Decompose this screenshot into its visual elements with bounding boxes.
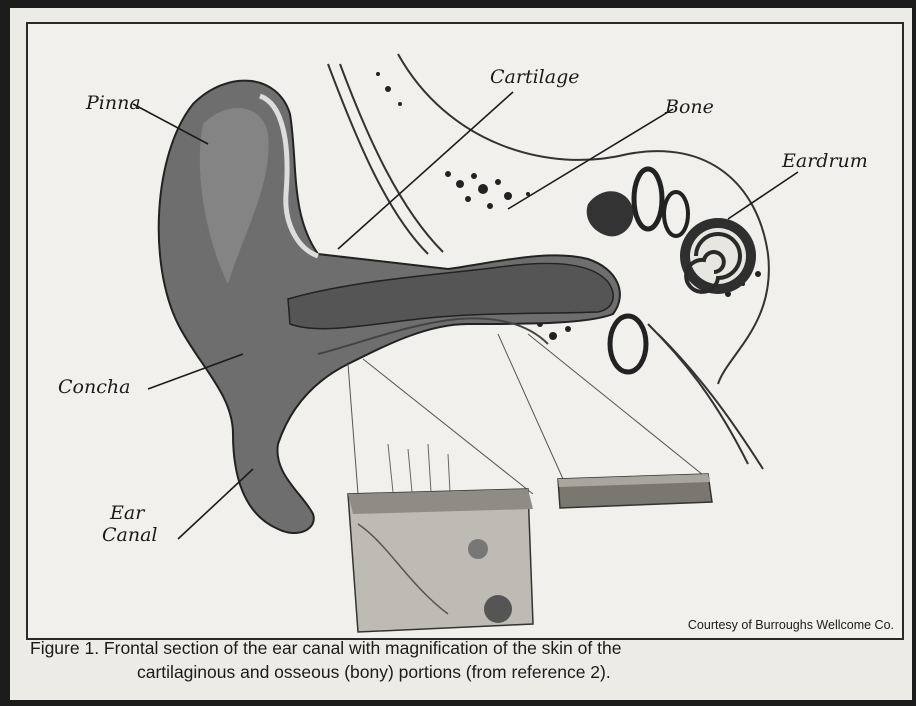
label-concha: Concha [58, 376, 130, 398]
label-ear-canal-line2: Canal [102, 524, 158, 546]
figure-frame: Pinna Cartilage Bone Eardrum Concha Ear … [26, 22, 904, 640]
eustachian-tube-2 [658, 334, 763, 469]
label-pinna: Pinna [86, 92, 141, 114]
skull-outline [328, 64, 428, 254]
eustachian-bulb [610, 316, 646, 372]
caption-line-1: Figure 1. Frontal section of the ear can… [30, 638, 621, 658]
caption-line-2: cartilaginous and osseous (bony) portion… [30, 660, 910, 684]
ossicles [587, 191, 634, 236]
image-credit: Courtesy of Burroughs Wellcome Co. [688, 618, 894, 632]
label-cartilage: Cartilage [490, 66, 579, 88]
semicircular-canal-1 [634, 169, 662, 229]
label-eardrum: Eardrum [782, 150, 868, 172]
semicircular-canal-2 [664, 192, 688, 236]
label-bone: Bone [665, 96, 714, 118]
magnification-rays [348, 334, 708, 494]
figure-caption: Figure 1. Frontal section of the ear can… [30, 636, 910, 684]
skin-sample-osseous [558, 474, 712, 508]
ear-illustration [28, 24, 902, 638]
page: Pinna Cartilage Bone Eardrum Concha Ear … [10, 8, 912, 700]
cochlea [680, 218, 756, 294]
label-ear-canal-line1: Ear [110, 502, 144, 524]
skull-outline-inner [340, 64, 443, 252]
